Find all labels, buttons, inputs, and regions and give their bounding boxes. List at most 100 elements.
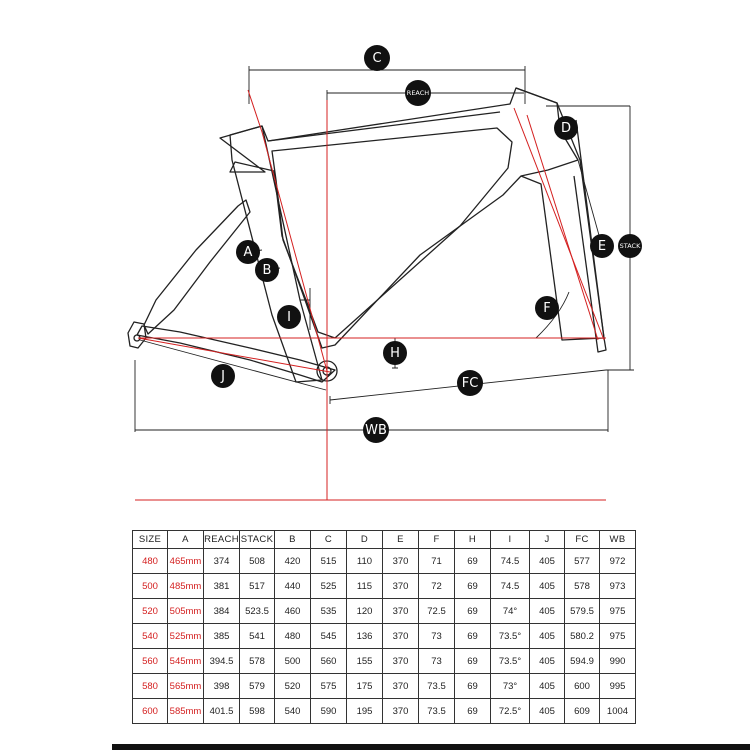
- table-header-row: SIZE A REACH STACK B C D E F H I J FC WB: [132, 530, 636, 549]
- svg-text:A: A: [244, 245, 253, 260]
- table-cell: 990: [599, 648, 636, 674]
- table-cell: 594.9: [564, 648, 600, 674]
- table-cell: 565mm: [167, 673, 204, 699]
- label-h: H: [383, 341, 407, 365]
- table-cell: 73.5: [418, 673, 455, 699]
- table-cell: 370: [382, 698, 419, 724]
- table-cell: 73.5°: [490, 648, 530, 674]
- table-cell: 579: [239, 673, 275, 699]
- table-cell: 120: [346, 598, 383, 624]
- table-cell: 609: [564, 698, 600, 724]
- label-fc: FC: [457, 370, 483, 396]
- table-cell: 72: [418, 573, 455, 599]
- table-cell: 508: [239, 548, 275, 574]
- table-cell: 370: [382, 623, 419, 649]
- table-cell: 72.5°: [490, 698, 530, 724]
- table-cell: 545mm: [167, 648, 204, 674]
- frame-geometry-diagram: C REACH D E STACK A B F I H J FC: [127, 45, 642, 501]
- label-e: E: [590, 234, 614, 258]
- table-cell: 370: [382, 673, 419, 699]
- table-cell: 515: [310, 548, 347, 574]
- svg-text:C: C: [372, 51, 381, 66]
- table-cell: 175: [346, 673, 383, 699]
- table-cell: 370: [382, 648, 419, 674]
- table-cell: 420: [274, 548, 311, 574]
- header-size: SIZE: [132, 530, 168, 549]
- header-f: F: [418, 530, 455, 549]
- svg-text:J: J: [220, 369, 225, 384]
- table-cell: 577: [564, 548, 600, 574]
- svg-text:STACK: STACK: [620, 242, 641, 250]
- table-cell: 600: [132, 698, 168, 724]
- table-cell: 69: [454, 673, 491, 699]
- table-cell: 73: [418, 648, 455, 674]
- svg-text:REACH: REACH: [407, 89, 429, 97]
- table-cell: 74°: [490, 598, 530, 624]
- table-cell: 73.5: [418, 698, 455, 724]
- table-cell: 155: [346, 648, 383, 674]
- table-cell: 73°: [490, 673, 530, 699]
- table-cell: 69: [454, 648, 491, 674]
- table-cell: 465mm: [167, 548, 204, 574]
- table-cell: 74.5: [490, 548, 530, 574]
- label-b: B: [255, 258, 279, 282]
- label-c: C: [364, 45, 390, 71]
- table-cell: 405: [529, 573, 565, 599]
- table-cell: 73: [418, 623, 455, 649]
- table-cell: 72.5: [418, 598, 455, 624]
- table-cell: 500: [274, 648, 311, 674]
- table-cell: 73.5°: [490, 623, 530, 649]
- table-cell: 560: [310, 648, 347, 674]
- table-cell: 69: [454, 698, 491, 724]
- header-b: B: [274, 530, 311, 549]
- table-cell: 71: [418, 548, 455, 574]
- header-reach: REACH: [203, 530, 240, 549]
- table-cell: 600: [564, 673, 600, 699]
- svg-text:H: H: [390, 346, 400, 361]
- table-cell: 525mm: [167, 623, 204, 649]
- label-stack: STACK: [618, 234, 642, 258]
- table-cell: 590: [310, 698, 347, 724]
- header-h: H: [454, 530, 491, 549]
- table-cell: 541: [239, 623, 275, 649]
- red-reference-lines: [135, 89, 606, 501]
- table-cell: 505mm: [167, 598, 204, 624]
- label-i: I: [277, 305, 301, 329]
- table-cell: 525: [310, 573, 347, 599]
- svg-text:B: B: [263, 263, 272, 278]
- header-stack: STACK: [239, 530, 275, 549]
- geometry-table: SIZE A REACH STACK B C D E F H I J FC WB…: [132, 530, 636, 724]
- table-cell: 401.5: [203, 698, 240, 724]
- label-d: D: [554, 116, 578, 140]
- table-cell: 580.2: [564, 623, 600, 649]
- table-cell: 995: [599, 673, 636, 699]
- table-cell: 500: [132, 573, 168, 599]
- label-wb: WB: [363, 417, 389, 443]
- table-cell: 585mm: [167, 698, 204, 724]
- table-cell: 523.5: [239, 598, 275, 624]
- table-cell: 578: [239, 648, 275, 674]
- table-cell: 580: [132, 673, 168, 699]
- svg-text:D: D: [561, 121, 571, 136]
- table-cell: 405: [529, 623, 565, 649]
- table-cell: 460: [274, 598, 311, 624]
- svg-text:E: E: [598, 239, 606, 254]
- table-cell: 394.5: [203, 648, 240, 674]
- table-cell: 405: [529, 648, 565, 674]
- svg-text:FC: FC: [462, 376, 479, 391]
- svg-text:WB: WB: [365, 423, 387, 438]
- table-cell: 485mm: [167, 573, 204, 599]
- header-fc: FC: [564, 530, 600, 549]
- table-cell: 578: [564, 573, 600, 599]
- header-d: D: [346, 530, 383, 549]
- table-cell: 579.5: [564, 598, 600, 624]
- table-cell: 69: [454, 573, 491, 599]
- table-cell: 374: [203, 548, 240, 574]
- table-cell: 405: [529, 598, 565, 624]
